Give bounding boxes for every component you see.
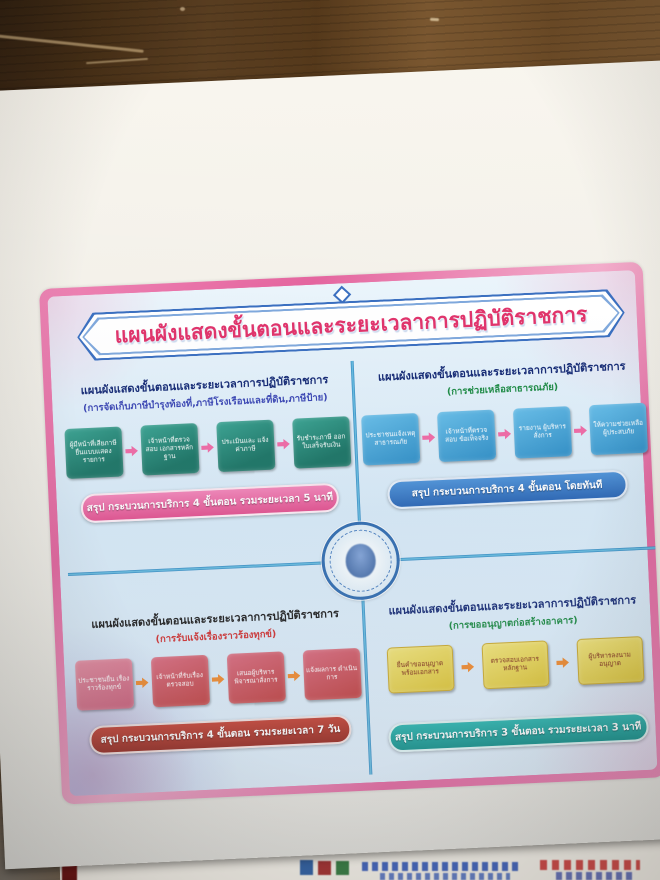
flow-step: ประชาชนแจ้งเหตุ สาธารณภัย bbox=[361, 413, 421, 466]
arrow-right-icon bbox=[277, 437, 291, 451]
flow-steps: ประชาชนแจ้งเหตุ สาธารณภัย เจ้าหน้าที่ตรว… bbox=[358, 402, 651, 466]
flow-step: เสนอผู้บริหาร พิจารณาสั่งการ bbox=[226, 651, 286, 704]
flow-step: รายงาน ผู้บริหารสั่งการ bbox=[512, 406, 573, 459]
poster: แผนผังแสดงขั้นตอนและระยะเวลาการปฏิบัติรา… bbox=[39, 261, 660, 805]
quadrant-tax-collection: แผนผังแสดงขั้นตอนและระยะเวลาการปฏิบัติรา… bbox=[59, 361, 358, 571]
flow-steps: ยื่นคำขออนุญาต พร้อมเอกสาร ตรวจสอบเอกสาร… bbox=[369, 635, 660, 694]
under-document-fragment bbox=[380, 873, 510, 880]
flow-step: เจ้าหน้าที่ตรวจสอบ ข้อเท็จจริง bbox=[437, 409, 497, 463]
flow-step: แจ้งผลการ ดำเนินการ bbox=[302, 647, 362, 701]
arrow-right-icon bbox=[211, 673, 225, 687]
flow-step: ให้ความช่วยเหลือ ผู้ประสบภัย bbox=[588, 402, 649, 456]
arrow-right-icon bbox=[498, 427, 512, 441]
quadrant-grid: แผนผังแสดงขั้นตอนและระยะเวลาการปฏิบัติรา… bbox=[59, 348, 660, 788]
arrow-right-icon bbox=[201, 441, 215, 455]
title-banner: แผนผังแสดงขั้นตอนและระยะเวลาการปฏิบัติรา… bbox=[76, 289, 626, 362]
under-document-fragment bbox=[540, 860, 640, 870]
summary-pill: สรุป กระบวนการบริการ 3 ขั้นตอน รวมระยะเว… bbox=[387, 711, 649, 753]
summary-pill: สรุป กระบวนการบริการ 4 ขั้นตอน รวมระยะเว… bbox=[88, 714, 352, 756]
arrow-right-icon bbox=[135, 676, 149, 690]
wood-scratch bbox=[429, 17, 440, 22]
flow-step: เจ้าหน้าที่ตรวจสอบ เอกสารหลักฐาน bbox=[139, 423, 200, 476]
arrow-right-icon bbox=[461, 660, 475, 674]
paper-sheet: แผนผังแสดงขั้นตอนและระยะเวลาการปฏิบัติรา… bbox=[0, 57, 660, 870]
flow-step: ผู้มีหน้าที่เสียภาษี ยื่นแบบแสดงรายการ bbox=[63, 426, 124, 480]
seal-emblem-icon bbox=[344, 543, 377, 579]
quadrant-complaints: แผนผังแสดงขั้นตอนและระยะเวลาการปฏิบัติรา… bbox=[68, 563, 367, 788]
under-document-fragment bbox=[336, 861, 349, 875]
flow-step: ผู้บริหารลงนาม อนุญาต bbox=[575, 636, 644, 686]
under-document-fragment bbox=[318, 861, 331, 875]
arrow-right-icon bbox=[556, 656, 570, 670]
flow-step: เจ้าหน้าที่รับเรื่อง ตรวจสอบ bbox=[150, 654, 210, 708]
flow-steps: ประชาชนยื่น เรื่องราวร้องทุกข์ เจ้าหน้าท… bbox=[72, 647, 364, 711]
flow-step: ตรวจสอบเอกสาร หลักฐาน bbox=[481, 640, 550, 690]
poster-title: แผนผังแสดงขั้นตอนและระยะเวลาการปฏิบัติรา… bbox=[114, 301, 588, 348]
summary-pill: สรุป กระบวนการบริการ 4 ขั้นตอน โดยทันที bbox=[386, 469, 628, 510]
poster-panel: แผนผังแสดงขั้นตอนและระยะเวลาการปฏิบัติรา… bbox=[47, 270, 660, 797]
flow-steps: ผู้มีหน้าที่เสียภาษี ยื่นแบบแสดงรายการ เ… bbox=[61, 416, 353, 480]
arrow-right-icon bbox=[422, 431, 436, 445]
flow-step: ยื่นคำขออนุญาต พร้อมเอกสาร bbox=[386, 644, 455, 694]
flow-step: รับชำระภาษี ออกใบเสร็จรับเงิน bbox=[291, 416, 351, 469]
quadrant-building-permit: แผนผังแสดงขั้นตอนและระยะเวลาการปฏิบัติรา… bbox=[365, 549, 660, 774]
flow-step: ประชาชนยื่น เรื่องราวร้องทุกข์ bbox=[74, 658, 134, 711]
under-document-fragment bbox=[300, 860, 313, 875]
quadrant-disaster-relief: แผนผังแสดงขั้นตอนและระยะเวลาการปฏิบัติรา… bbox=[356, 348, 656, 558]
wood-scratch bbox=[180, 7, 185, 11]
arrow-right-icon bbox=[125, 444, 139, 458]
flow-step: ประเมินและ แจ้งค่าภาษี bbox=[215, 419, 275, 473]
under-document-fragment bbox=[556, 872, 636, 880]
arrow-right-icon bbox=[287, 669, 301, 683]
summary-pill: สรุป กระบวนการบริการ 4 ขั้นตอน รวมระยะเว… bbox=[80, 482, 340, 524]
under-document-fragment bbox=[362, 862, 522, 871]
arrow-right-icon bbox=[574, 424, 588, 438]
